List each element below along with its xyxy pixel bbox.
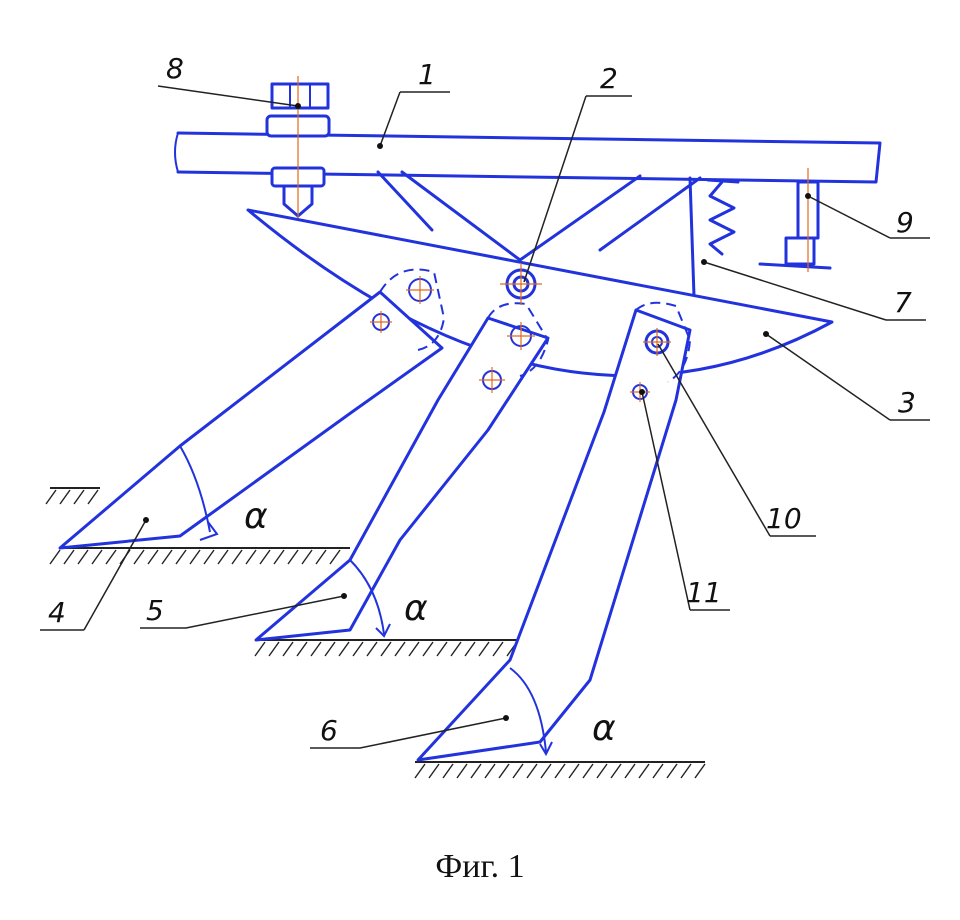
ground-hatch-stroke xyxy=(624,763,636,779)
main-pivot xyxy=(500,263,542,305)
ground-hatch-stroke xyxy=(352,641,364,657)
ground-hatch-stroke xyxy=(596,763,608,779)
ground-hatch-stroke xyxy=(310,641,322,657)
ground-hatch-stroke xyxy=(329,549,341,565)
angle-label-2: α xyxy=(404,588,428,629)
ground-hatch-stroke xyxy=(315,549,327,565)
ground-hatch-stroke xyxy=(366,641,378,657)
ground-hatch-stroke xyxy=(554,763,566,779)
callout-3: 3 xyxy=(898,386,916,419)
ground-hatch-stroke xyxy=(436,641,448,657)
angle-label-3: α xyxy=(592,708,616,749)
ground-hatch-stroke xyxy=(301,549,313,565)
ground-hatch-stroke xyxy=(680,763,692,779)
ground-hatch-stroke xyxy=(512,763,524,779)
ground-hatch-stroke xyxy=(408,641,420,657)
ground-hatch-stroke xyxy=(77,549,89,565)
shank-6 xyxy=(416,301,692,762)
ground-hatch-stroke xyxy=(63,549,75,565)
ground-hatch-stroke xyxy=(338,641,350,657)
ground-hatch-stroke xyxy=(694,763,706,779)
ground-line-2 xyxy=(254,639,525,657)
adjusting-bolt xyxy=(265,76,331,222)
callout-8: 8 xyxy=(166,52,184,85)
shank-4 xyxy=(58,268,446,550)
ground-hatch-stroke xyxy=(442,763,454,779)
callout-7: 7 xyxy=(894,286,912,319)
ground-hatch-stroke xyxy=(394,641,406,657)
ground-hatch-stroke xyxy=(638,763,650,779)
callout-6: 6 xyxy=(320,714,338,747)
ground-hatch-stroke xyxy=(87,489,99,505)
ground-hatch-stroke xyxy=(161,549,173,565)
ground-hatch-stroke xyxy=(380,641,392,657)
ground-hatch-stroke xyxy=(245,549,257,565)
ground-line-1 xyxy=(45,487,350,565)
ground-hatch-stroke xyxy=(540,763,552,779)
limiter-post xyxy=(758,168,832,272)
ground-hatch-stroke xyxy=(231,549,243,565)
ground-hatch-stroke xyxy=(414,763,426,779)
ground-hatch-stroke xyxy=(610,763,622,779)
leader-lines xyxy=(40,85,930,749)
ground-hatch-stroke xyxy=(189,549,201,565)
callout-9: 9 xyxy=(896,206,914,239)
ground-hatch-stroke xyxy=(526,763,538,779)
ground-hatch-stroke xyxy=(133,549,145,565)
callout-10: 10 xyxy=(766,502,802,535)
ground-hatch-stroke xyxy=(59,489,71,505)
spring xyxy=(706,178,740,256)
ground-hatch-stroke xyxy=(568,763,580,779)
ground-hatch-stroke xyxy=(450,641,462,657)
ground-hatch-stroke xyxy=(652,763,664,779)
ground-hatch-stroke xyxy=(273,549,285,565)
callout-2: 2 xyxy=(600,62,618,95)
figure-caption: Фиг. 1 xyxy=(435,848,525,885)
ground-hatch-stroke xyxy=(324,641,336,657)
ground-hatch-stroke xyxy=(282,641,294,657)
ground-hatch-stroke xyxy=(45,489,57,505)
ground-hatch-stroke xyxy=(428,763,440,779)
leader-dots xyxy=(143,103,811,721)
callout-1: 1 xyxy=(418,58,436,91)
ground-hatch-stroke xyxy=(254,641,266,657)
ground-hatch-stroke xyxy=(296,641,308,657)
ground-hatch-stroke xyxy=(464,641,476,657)
ground-hatch-stroke xyxy=(49,549,61,565)
ground-hatch-stroke xyxy=(175,549,187,565)
ground-hatch-stroke xyxy=(259,549,271,565)
callout-11: 11 xyxy=(686,576,722,609)
ground-hatch-stroke xyxy=(582,763,594,779)
ground-hatch-stroke xyxy=(478,641,490,657)
ground-hatch-stroke xyxy=(470,763,482,779)
ground-hatch-stroke xyxy=(498,763,510,779)
ground-hatch-stroke xyxy=(105,549,117,565)
ground-hatch-stroke xyxy=(422,641,434,657)
ground-line-3 xyxy=(414,761,706,779)
ground-hatch-stroke xyxy=(73,489,85,505)
ground-hatch-stroke xyxy=(268,641,280,657)
ground-hatch-stroke xyxy=(484,763,496,779)
ground-hatch-stroke xyxy=(456,763,468,779)
ground-hatch-stroke xyxy=(666,763,678,779)
ground-hatch-stroke xyxy=(147,549,159,565)
ground-hatch-stroke xyxy=(492,641,504,657)
callout-5: 5 xyxy=(146,594,164,627)
angle-label-1: α xyxy=(244,496,268,537)
ground-hatch-stroke xyxy=(203,549,215,565)
frame-beam xyxy=(174,131,882,298)
callout-4: 4 xyxy=(48,596,66,629)
ground-hatch-stroke xyxy=(287,549,299,565)
ground-hatch-stroke xyxy=(217,549,229,565)
ground-hatch-stroke xyxy=(91,549,103,565)
